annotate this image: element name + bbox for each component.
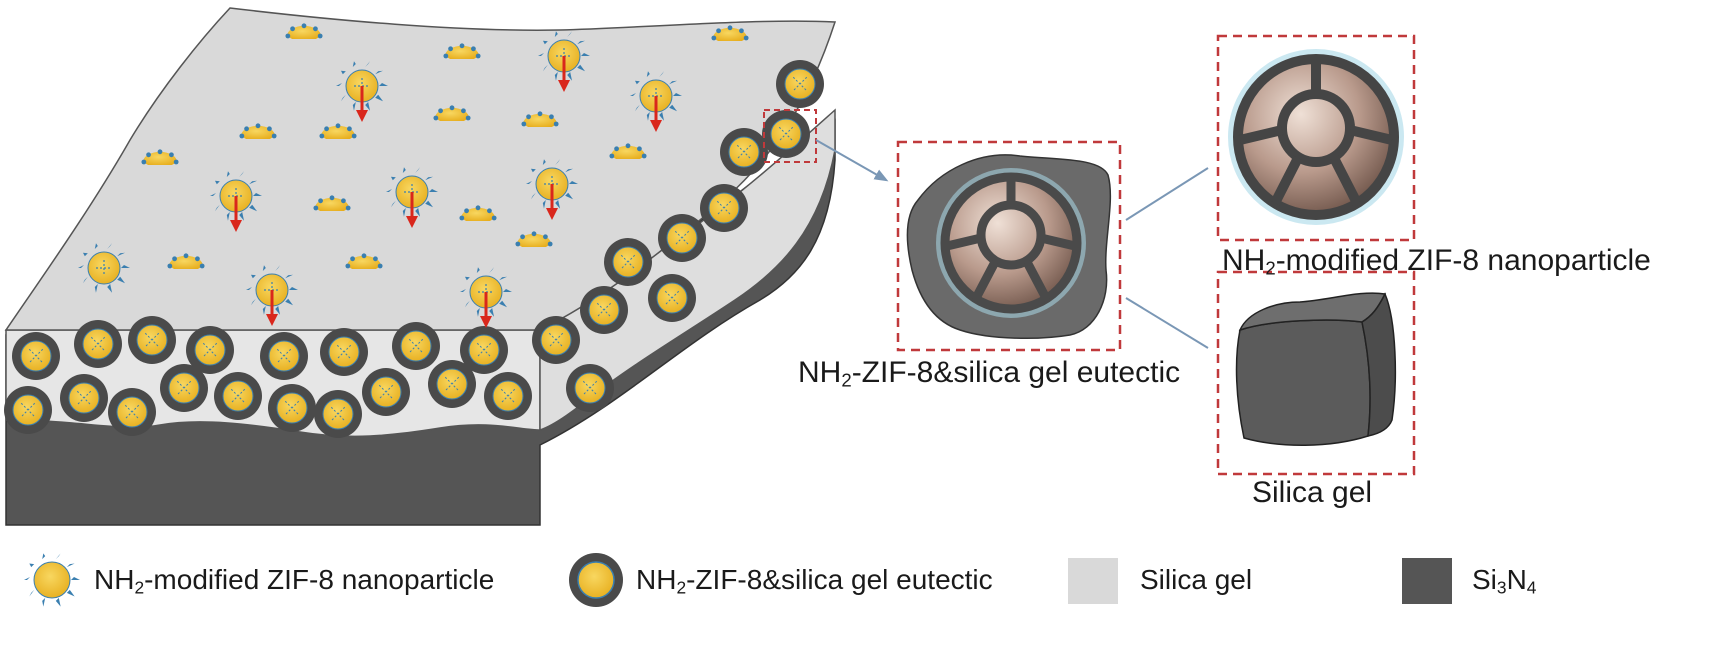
zif8-surface-particle-3: [630, 71, 682, 132]
zif8-surface-particle-1: [336, 61, 388, 122]
zif8-surface-particles-group: [78, 23, 749, 328]
zif8-surface-particle-2: [538, 31, 590, 92]
legend-zif8-icon: [24, 553, 80, 607]
silica-zoom-box: [1216, 270, 1416, 476]
zif8-surface-particle-9: [460, 267, 512, 328]
connector-to-silica: [1125, 297, 1209, 349]
zif8-surface-particle-8: [246, 265, 298, 326]
eutectic-particle-16: [362, 368, 410, 416]
eutectic-particle-7: [392, 322, 440, 370]
zif8-half-particle-3: [711, 25, 749, 41]
zif8-half-particle-13: [167, 253, 205, 269]
zif8-surface-particle-7: [78, 243, 130, 293]
eutectic-particle-13: [214, 372, 262, 420]
zif8-detail-core: [1240, 61, 1392, 213]
zif8-half-particle-7: [521, 111, 559, 127]
silica-cube-side: [1361, 292, 1397, 437]
legend-si3n4-label: Si3N4: [1472, 564, 1537, 598]
eutectic-particle-8: [460, 326, 508, 374]
eutectic-particle-26: [776, 60, 824, 108]
eutectic-cage: [940, 172, 1082, 314]
eutectic-particle-22: [658, 214, 706, 262]
legend-silica-label: Silica gel: [1140, 564, 1253, 595]
label-silica-detail: Silica gel: [1252, 476, 1373, 509]
eutectic-particle-25: [762, 110, 810, 158]
eutectic-particle-2: [74, 320, 122, 368]
eutectic-particle-20: [580, 286, 628, 334]
eutectic-zoom-box: [896, 140, 1122, 352]
eutectic-particle-3: [128, 316, 176, 364]
legend-eutectic-label: NH2-ZIF-8&silica gel eutectic: [636, 564, 993, 598]
eutectic-particle-9: [4, 386, 52, 434]
eutectic-particle-10: [60, 374, 108, 422]
eutectic-particle-23: [700, 184, 748, 232]
eutectic-particle-4: [186, 326, 234, 374]
zif8-surface-particle-5: [386, 167, 438, 228]
zif8-zoom-box: [1216, 34, 1416, 242]
eutectic-particle-1: [12, 332, 60, 380]
zif8-half-particle-1: [285, 23, 323, 39]
label-zif8-detail: NH2-modified ZIF-8 nanoparticle: [1222, 244, 1651, 279]
eutectic-particle-5: [260, 332, 308, 380]
zif8-half-particle-2: [443, 43, 481, 59]
zif8-half-particle-10: [313, 195, 351, 211]
silica-cube-front: [1235, 319, 1371, 446]
legend-si3n4-swatch: [1402, 558, 1452, 604]
eutectic-particle-27: [648, 274, 696, 322]
eutectic-particle-11: [108, 388, 156, 436]
zif8-half-particle-11: [459, 205, 497, 221]
eutectic-particle-14: [268, 384, 316, 432]
zif8-half-particle-6: [433, 105, 471, 121]
eutectic-particle-28: [566, 364, 614, 412]
zif8-detail-cage: [1233, 54, 1399, 220]
zif8-half-particle-9: [141, 149, 179, 165]
zif8-half-particle-12: [515, 231, 553, 247]
arrow-to-eutectic: [815, 139, 889, 182]
eutectic-particle-19: [532, 316, 580, 364]
eutectic-particle-24: [720, 128, 768, 176]
zif8-half-particle-14: [345, 253, 383, 269]
highlight-box-block: [763, 109, 817, 163]
zif8-half-particle-5: [319, 123, 357, 139]
eutectic-core: [945, 177, 1077, 309]
eutectic-particle-12: [160, 364, 208, 412]
zif8-half-particle-8: [609, 143, 647, 159]
zif8-half-particle-4: [239, 123, 277, 139]
connector-to-zif8: [1125, 167, 1209, 221]
zif8-surface-particle-4: [210, 171, 262, 232]
eutectic-particle-21: [604, 238, 652, 286]
eutectic-particle-6: [320, 328, 368, 376]
legend-silica-swatch: [1068, 558, 1118, 604]
eutectic-particles-group: [4, 60, 824, 438]
eutectic-particle-15: [314, 390, 362, 438]
legend-eutectic-icon: [569, 553, 623, 607]
zif8-surface-particle-6: [526, 159, 578, 220]
eutectic-particle-17: [428, 360, 476, 408]
eutectic-particle-18: [484, 372, 532, 420]
label-eutectic-detail: NH2-ZIF-8&silica gel eutectic: [798, 356, 1181, 391]
legend-zif8-label: NH2-modified ZIF-8 nanoparticle: [94, 564, 495, 598]
